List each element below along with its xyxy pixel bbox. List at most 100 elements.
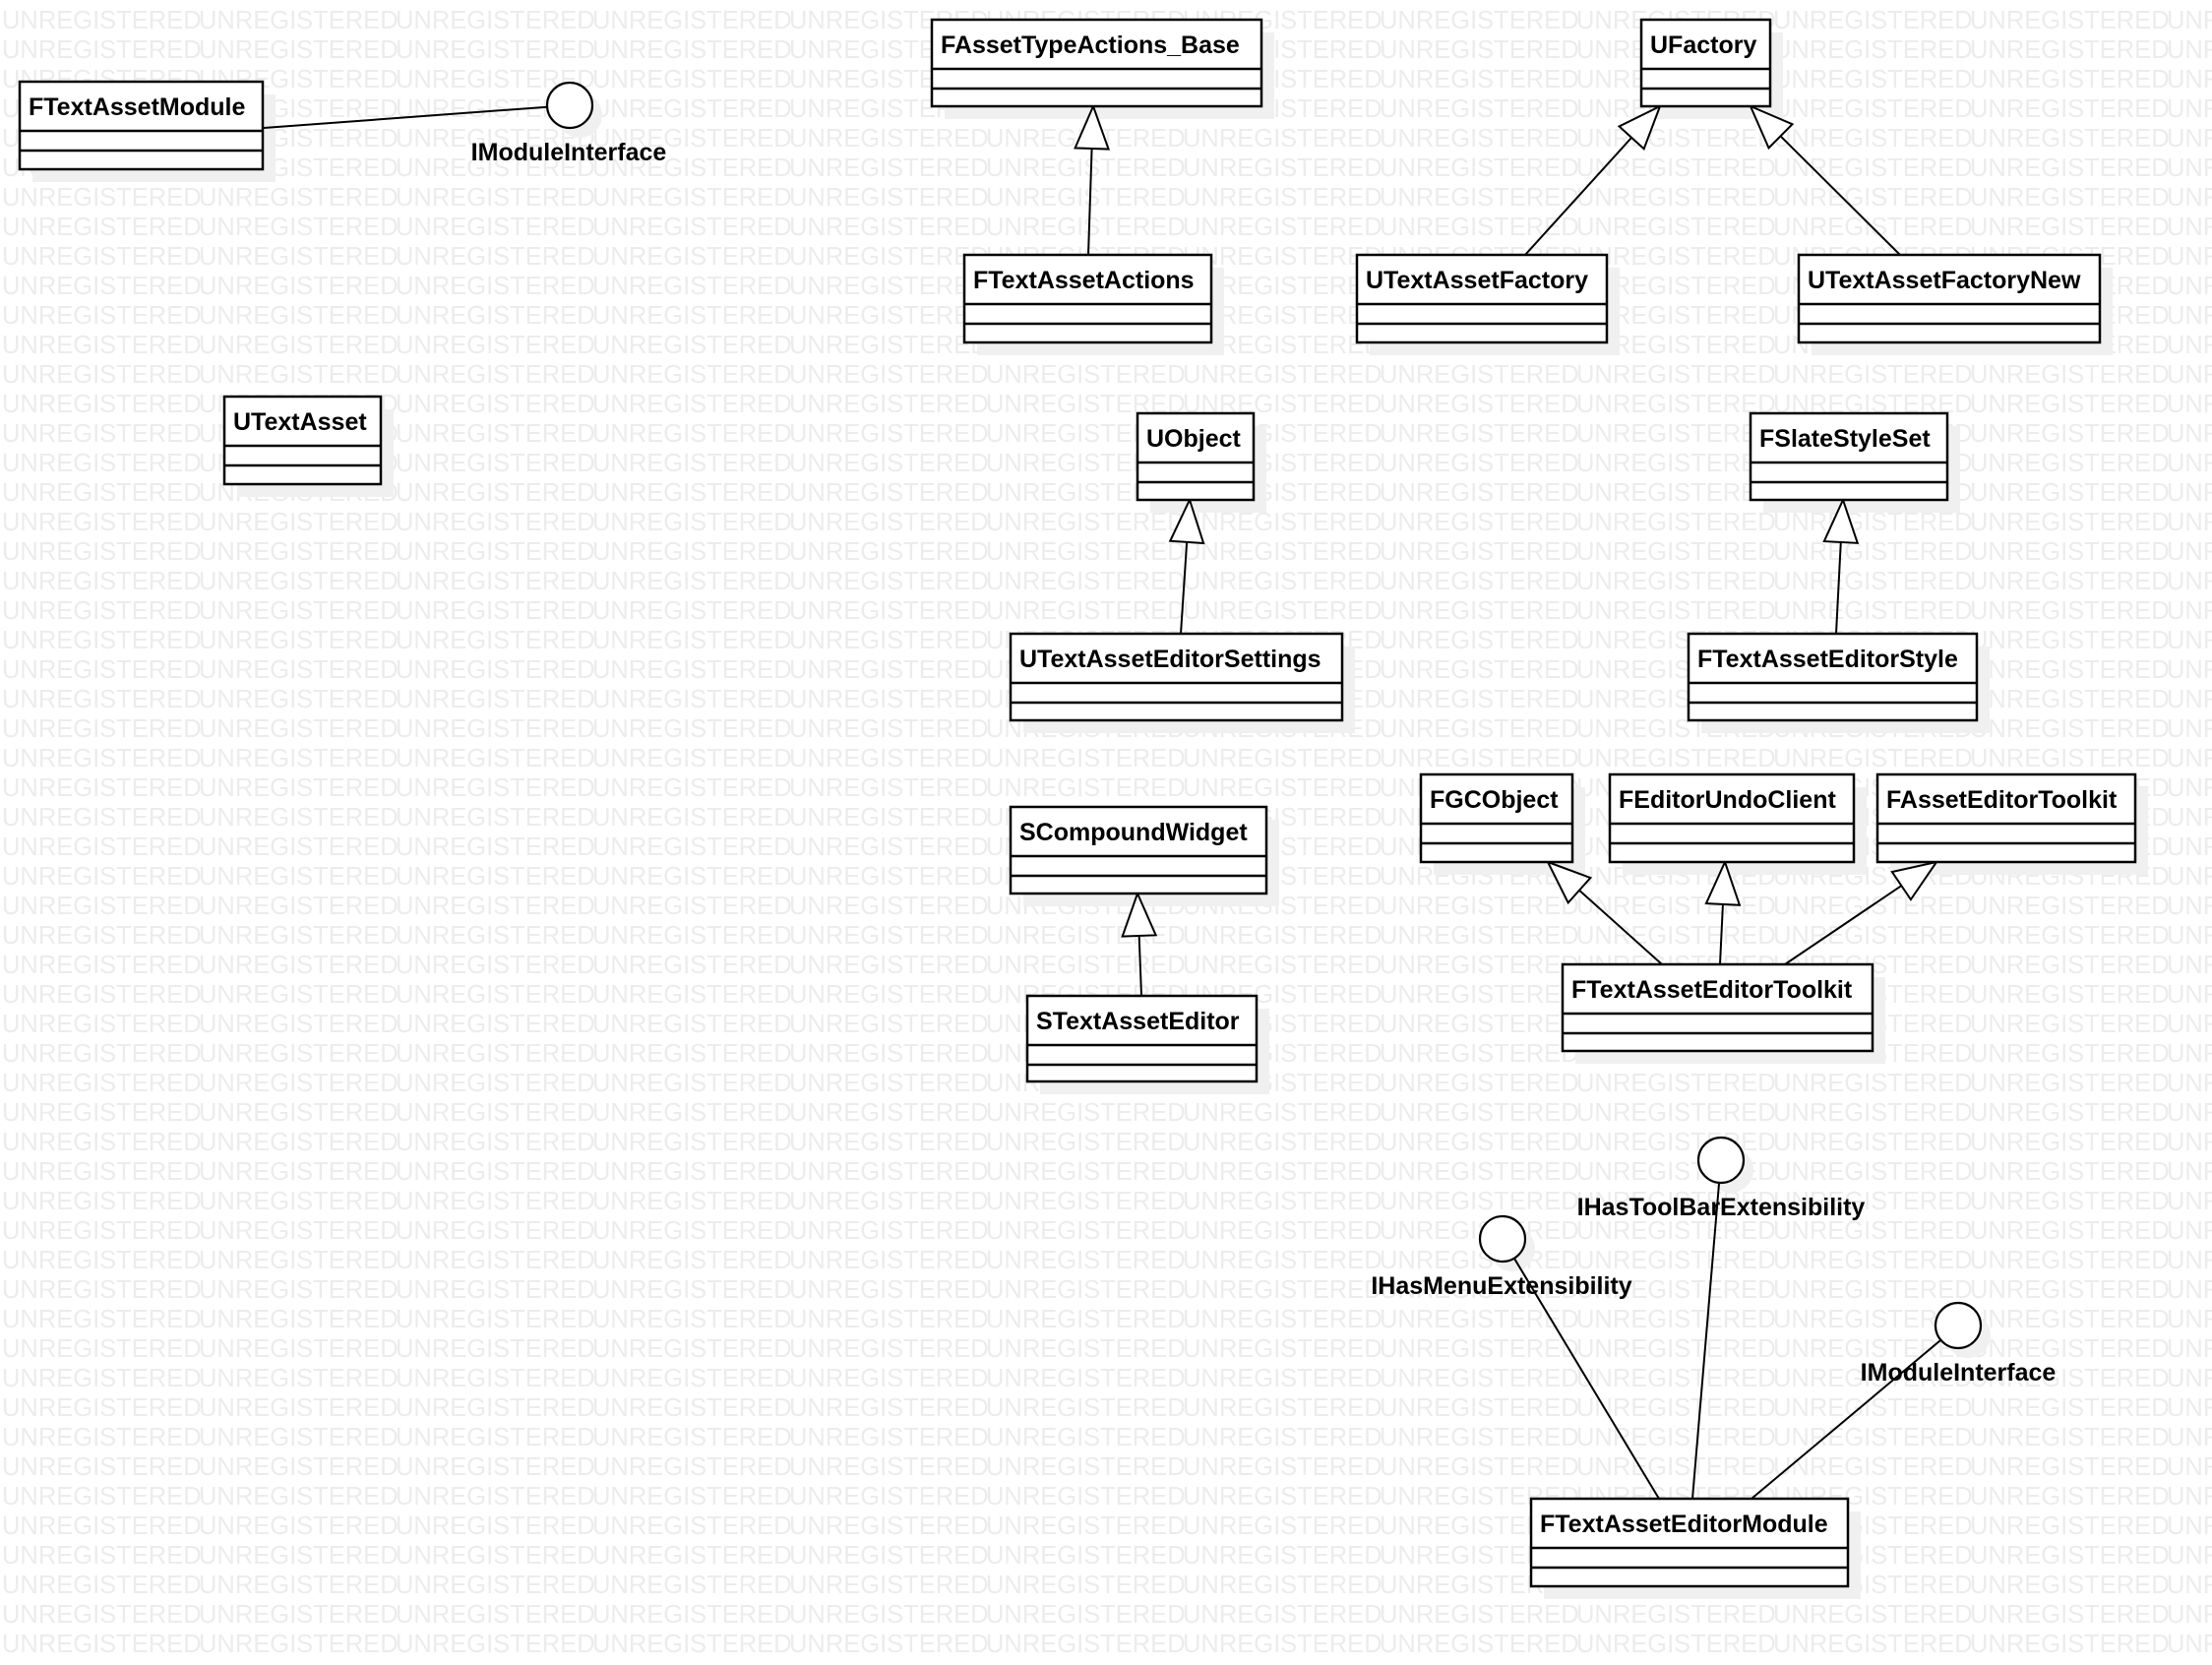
watermark-text: UNREGISTERED: [1183, 1601, 1382, 1629]
class-uobject[interactable]: UObject: [1136, 411, 1256, 502]
generalization-ftextasseteditortoolkit-to-feditorundoclient[interactable]: [1704, 859, 1742, 965]
class-box[interactable]: [1419, 772, 1574, 864]
class-scompoundwidget[interactable]: SCompoundWidget: [1009, 805, 1268, 895]
generalization-ftextasseteditortoolkit-to-fasseteditortoolkit[interactable]: [1784, 860, 1939, 965]
interface-imoduleinterface-2[interactable]: IModuleInterface: [1861, 1301, 2057, 1387]
watermark-text: UNREGISTERED: [396, 1011, 595, 1038]
class-utextasset[interactable]: UTextAsset: [222, 395, 383, 486]
watermark-text: UNREGISTERED: [1970, 656, 2170, 684]
watermark-text: UNREGISTERED: [1970, 1483, 2170, 1511]
watermark-text: UNREGISTERED: [1970, 686, 2170, 713]
watermark-text: UNREGISTERED: [1380, 1129, 1579, 1156]
generalization-line[interactable]: [1137, 935, 1142, 997]
class-box[interactable]: [1355, 253, 1609, 344]
generalization-ftextasseteditorstyle-to-fslatestyleset[interactable]: [1822, 497, 1860, 635]
class-box[interactable]: [1009, 632, 1344, 722]
class-utextassetfactorynew[interactable]: UTextAssetFactoryNew: [1797, 253, 2102, 344]
watermark-text: UNREGISTERED: [396, 1365, 595, 1392]
generalization-line[interactable]: [1784, 885, 1902, 965]
generalization-utextassetfactory-to-ufactory[interactable]: [1524, 103, 1662, 256]
class-box[interactable]: [18, 80, 265, 171]
interface-circle-icon[interactable]: [1696, 1136, 1746, 1185]
class-box[interactable]: [222, 395, 383, 486]
class-fgcobject[interactable]: FGCObject: [1419, 772, 1574, 864]
watermark-text: UNREGISTERED: [1970, 1158, 2170, 1186]
class-ftextassetmodule[interactable]: FTextAssetModule: [18, 80, 265, 171]
class-box[interactable]: [1009, 805, 1268, 895]
class-ftextassetactions[interactable]: FTextAssetActions: [962, 253, 1213, 344]
class-ufactory[interactable]: UFactory: [1639, 18, 1772, 108]
class-ftextasseteditorstyle[interactable]: FTextAssetEditorStyle: [1687, 632, 1979, 722]
class-box[interactable]: [1875, 772, 2137, 864]
watermark-text: UNREGISTERED: [396, 7, 595, 34]
interface-imoduleinterface-1[interactable]: IModuleInterface: [471, 81, 667, 166]
watermark-text: UNREGISTERED: [1380, 361, 1579, 389]
interface-ihasmenuextensibility[interactable]: IHasMenuExtensibility: [1371, 1214, 1632, 1300]
watermark-text: UNREGISTERED: [789, 1217, 989, 1245]
class-box[interactable]: [1608, 772, 1856, 864]
interface-realization-ftextassetmodule-to-imoduleinterface_1[interactable]: [263, 105, 548, 129]
class-box[interactable]: [930, 18, 1263, 108]
interface-realization-ftextasseteditormodule-to-imoduleinterface_2[interactable]: [1751, 1339, 1942, 1500]
generalization-line[interactable]: [1719, 903, 1724, 965]
watermark-text: UNREGISTERED: [199, 774, 399, 802]
generalization-line[interactable]: [1087, 148, 1093, 256]
watermark-text: UNREGISTERED: [592, 1188, 792, 1215]
class-box[interactable]: [1797, 253, 2102, 344]
class-box[interactable]: [1136, 411, 1256, 502]
watermark-row: UNREGISTEREDUNREGISTEREDUNREGISTEREDUNRE…: [2, 1365, 2212, 1392]
class-utextassetfactory[interactable]: UTextAssetFactory: [1355, 253, 1609, 344]
class-name: UTextAssetFactory: [1366, 267, 1588, 294]
class-box[interactable]: [1025, 994, 1259, 1083]
watermark-text: UNREGISTERED: [2167, 1070, 2212, 1097]
interface-circle-icon[interactable]: [1478, 1214, 1527, 1264]
interface-label: IModuleInterface: [1861, 1359, 2057, 1387]
class-box[interactable]: [1687, 632, 1979, 722]
watermark-text: UNREGISTERED: [199, 745, 399, 772]
watermark-text: UNREGISTERED: [1970, 922, 2170, 950]
class-feditorundoclient[interactable]: FEditorUndoClient: [1608, 772, 1856, 864]
watermark-text: UNREGISTERED: [1773, 66, 1973, 93]
class-stextasseteditor[interactable]: STextAssetEditor: [1025, 994, 1259, 1083]
generalization-line[interactable]: [1524, 137, 1632, 256]
watermark-text: UNREGISTERED: [2, 184, 202, 212]
generalization-utextassetfactorynew-to-ufactory[interactable]: [1749, 104, 1901, 256]
class-fassettypeactions-base[interactable]: FAssetTypeActions_Base: [930, 18, 1263, 108]
watermark-text: UNREGISTERED: [2, 479, 202, 507]
class-box[interactable]: [1639, 18, 1772, 108]
generalization-ftextasseteditortoolkit-to-fgcobject[interactable]: [1545, 860, 1663, 965]
class-fasseteditortoolkit[interactable]: FAssetEditorToolkit: [1875, 772, 2137, 864]
interface-ihastoolbarextensibility[interactable]: IHasToolBarExtensibility: [1577, 1136, 1866, 1221]
class-box[interactable]: [1561, 962, 1874, 1053]
class-box[interactable]: [1749, 411, 1949, 502]
interface-circle-icon[interactable]: [1934, 1301, 1983, 1350]
class-box[interactable]: [1529, 1497, 1850, 1588]
class-fslatestyleset[interactable]: FSlateStyleSet: [1749, 411, 1949, 502]
interface-realization-ftextasseteditormodule-to-ihastoolbarextensibility[interactable]: [1691, 1182, 1721, 1500]
watermark-text: UNREGISTERED: [592, 538, 792, 566]
class-box[interactable]: [962, 253, 1213, 344]
watermark-text: UNREGISTERED: [1576, 479, 1776, 507]
watermark-text: UNREGISTERED: [2, 273, 202, 300]
watermark-text: UNREGISTERED: [2167, 1040, 2212, 1068]
class-utextasseteditorsettings[interactable]: UTextAssetEditorSettings: [1009, 632, 1344, 722]
class-ftextasseteditortoolkit[interactable]: FTextAssetEditorToolkit: [1561, 962, 1874, 1053]
watermark-text: UNREGISTERED: [1380, 1188, 1579, 1215]
watermark-text: UNREGISTERED: [396, 538, 595, 566]
generalization-line[interactable]: [1578, 889, 1663, 965]
watermark-text: UNREGISTERED: [396, 1483, 595, 1511]
generalization-line[interactable]: [1779, 135, 1901, 256]
generalization-line[interactable]: [1835, 541, 1842, 635]
generalization-utextasseteditorsettings-to-uobject[interactable]: [1168, 497, 1205, 635]
watermark-text: UNREGISTERED: [2167, 1276, 2212, 1304]
watermark-text: UNREGISTERED: [2, 420, 202, 448]
watermark-text: UNREGISTERED: [789, 1365, 989, 1392]
watermark-text: UNREGISTERED: [1773, 1365, 1973, 1392]
interface-realization-ftextasseteditormodule-to-ihasmenuextensibility[interactable]: [1513, 1258, 1660, 1500]
watermark-text: UNREGISTERED: [592, 1158, 792, 1186]
generalization-stextasseteditor-to-scompoundwidget[interactable]: [1121, 891, 1158, 997]
generalization-ftextassetactions-to-fassettypeactions_base[interactable]: [1074, 103, 1111, 256]
class-ftextasseteditormodule[interactable]: FTextAssetEditorModule: [1529, 1497, 1850, 1588]
interface-circle-icon[interactable]: [545, 81, 594, 130]
generalization-line[interactable]: [1180, 541, 1189, 635]
